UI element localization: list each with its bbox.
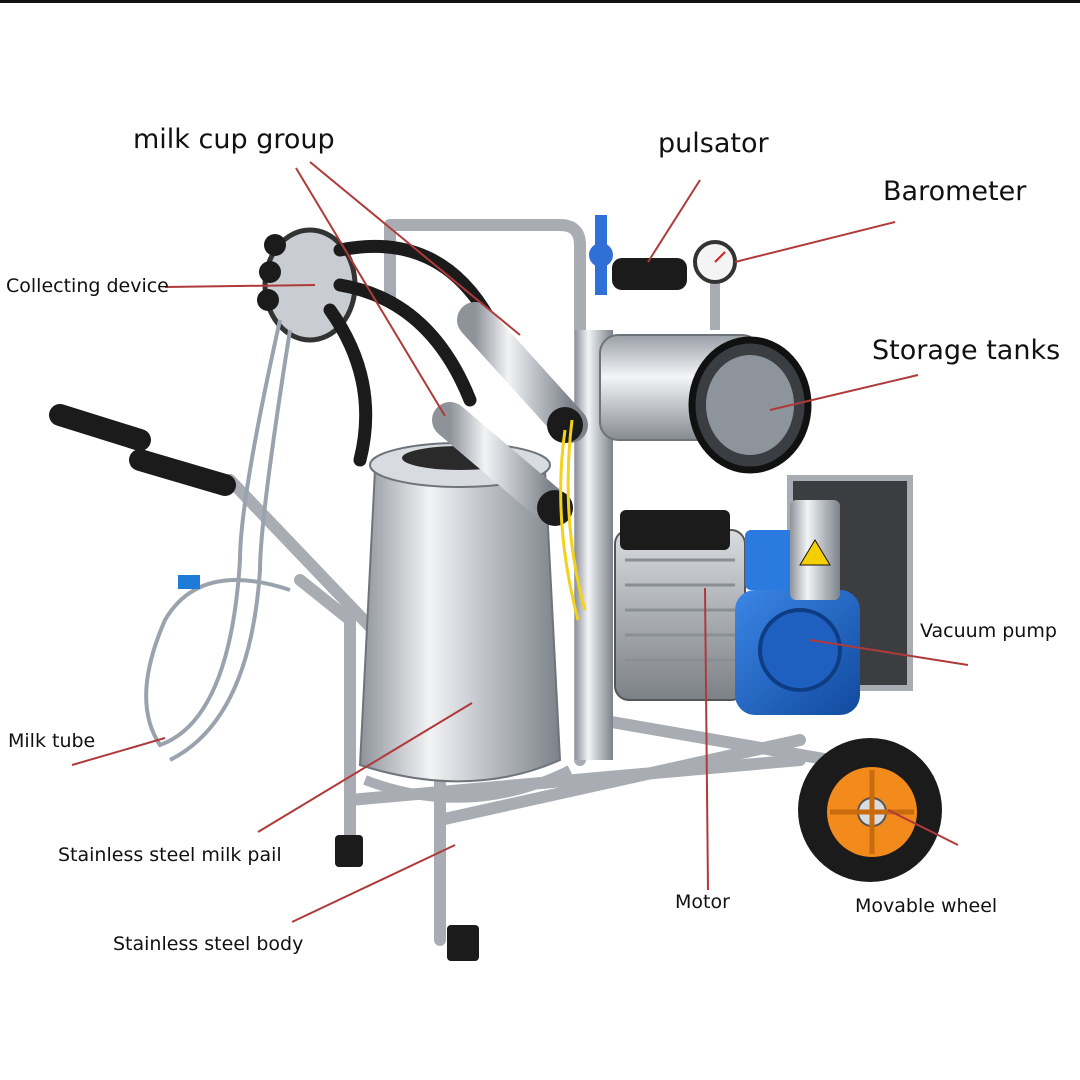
label-motor: Motor	[675, 891, 730, 913]
top-border	[0, 0, 1080, 3]
label-storage-tanks: Storage tanks	[872, 335, 1061, 366]
label-milk-cup-group: milk cup group	[133, 124, 335, 155]
motor	[614, 510, 746, 701]
barometer-gauge	[693, 240, 737, 330]
vacuum-pump	[735, 500, 860, 715]
label-milk-pail: Stainless steel milk pail	[58, 844, 282, 866]
storage-tank	[599, 334, 812, 474]
milk-tube	[144, 319, 292, 762]
wiring	[559, 419, 587, 621]
rubber-feet	[335, 835, 479, 961]
label-barometer: Barometer	[883, 176, 1027, 207]
milk-cups	[323, 239, 588, 526]
handle-grips	[49, 404, 236, 496]
leader-lines	[71, 161, 969, 923]
movable-wheel	[798, 738, 942, 882]
pulsator	[589, 215, 687, 295]
label-collecting-device: Collecting device	[6, 275, 169, 297]
label-movable-wheel: Movable wheel	[855, 895, 998, 917]
label-steel-body: Stainless steel body	[113, 933, 304, 955]
label-milk-tube: Milk tube	[8, 730, 96, 752]
label-vacuum-pump: Vacuum pump	[920, 620, 1057, 642]
label-pulsator: pulsator	[658, 128, 769, 159]
